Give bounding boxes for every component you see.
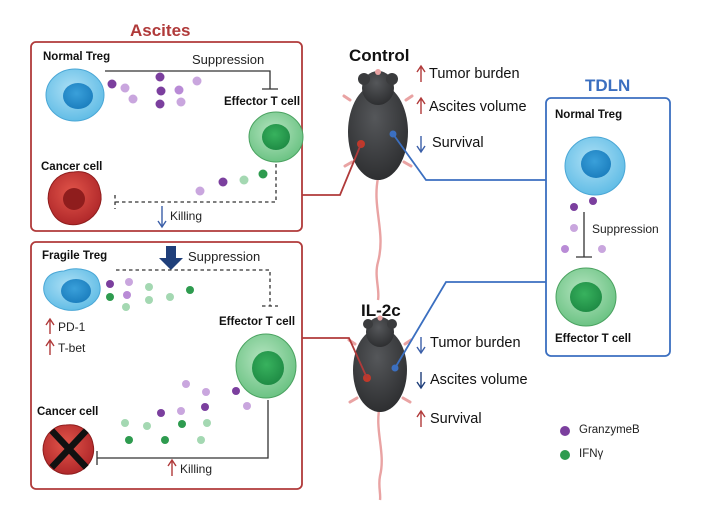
tdln-suppression-line [576, 212, 592, 258]
fragile-treg-cell [43, 268, 101, 311]
tbet-label: T-bet [58, 341, 86, 355]
killing-label: Killing [170, 209, 203, 223]
tdln-normal-treg-label: Normal Treg [555, 109, 623, 121]
control-title: Control [349, 46, 410, 65]
control-tdln-connector [392, 133, 546, 181]
control-survival-down-arrow [416, 136, 426, 154]
il2c-effector-t-cell-label: Effector T cell [219, 316, 296, 328]
effector-activated-particles [121, 380, 251, 444]
il2c-outcome-ascites: Ascites volume [430, 372, 528, 388]
il2c-outcome-tumor: Tumor burden [430, 335, 521, 351]
il2c-cancer-cell-label: Cancer cell [37, 406, 99, 418]
pd1-label: PD-1 [58, 320, 86, 334]
pd1-up-arrow [45, 317, 55, 334]
normal-treg-label: Normal Treg [43, 51, 111, 63]
control-outcome-tumor: Tumor burden [429, 66, 520, 82]
il2c-tdln-connector [394, 281, 546, 369]
ifn-legend-label: IFNγ [579, 448, 604, 460]
tdln-panel [545, 97, 671, 357]
il2c-killing-label: Killing [180, 462, 213, 476]
tdln-title: TDLN [585, 76, 631, 95]
control-ascites-up-arrow [416, 96, 426, 114]
il2c-ascites-connector [302, 337, 368, 379]
effector-t-cell-label: Effector T cell [224, 96, 301, 108]
control-ascites-connector [302, 143, 362, 196]
ascites-il2c-panel [30, 241, 303, 490]
tdln-suppression-label: Suppression [592, 222, 659, 236]
killing-dashed-line [114, 164, 277, 209]
tdln-normal-treg-cell [564, 136, 626, 196]
fragile-treg-label: Fragile Treg [42, 250, 108, 262]
il2c-suppression-label: Suppression [188, 249, 261, 264]
dead-cancer-cell [42, 424, 95, 475]
il2c-survival-up-arrow [416, 409, 426, 427]
tbet-up-arrow [45, 338, 55, 355]
il2c-title: IL-2c [361, 301, 401, 320]
granzyme-legend-label: GranzymeB [579, 424, 640, 436]
treg-granzyme-particles [107, 72, 202, 109]
effector-granule-particles [195, 169, 268, 196]
cancer-cell-label: Cancer cell [41, 161, 103, 173]
suppression-inhibition-line [105, 70, 278, 90]
killing-down-arrow [157, 206, 167, 229]
tdln-effector-t-cell [555, 267, 617, 327]
control-outcome-survival: Survival [432, 135, 484, 151]
suppression-down-arrow [159, 246, 183, 270]
cancer-cell [47, 171, 102, 226]
il2c-ascites-down-arrow [416, 372, 426, 390]
il2c-tumor-down-arrow [416, 337, 426, 355]
tdln-effector-t-cell-label: Effector T cell [555, 333, 632, 345]
normal-treg-cell [45, 68, 105, 122]
tdln-particles [561, 197, 606, 253]
control-tumor-up-arrow [416, 64, 426, 82]
suppression-label: Suppression [192, 52, 265, 67]
ascites-title: Ascites [130, 21, 191, 40]
effector-t-cell [248, 111, 304, 163]
granzyme-legend-swatch [560, 426, 570, 436]
control-outcome-ascites: Ascites volume [429, 99, 527, 115]
il2c-outcome-survival: Survival [430, 411, 482, 427]
suppression-dashed-line [116, 269, 278, 307]
effector-t-cell-activated [235, 333, 297, 399]
killing-up-arrow [167, 458, 177, 476]
ifn-legend-swatch [560, 450, 570, 460]
control-mouse [342, 69, 414, 301]
killing-solid-line [96, 400, 269, 465]
il2c-mouse [347, 315, 413, 501]
fragile-treg-particles [106, 278, 194, 311]
